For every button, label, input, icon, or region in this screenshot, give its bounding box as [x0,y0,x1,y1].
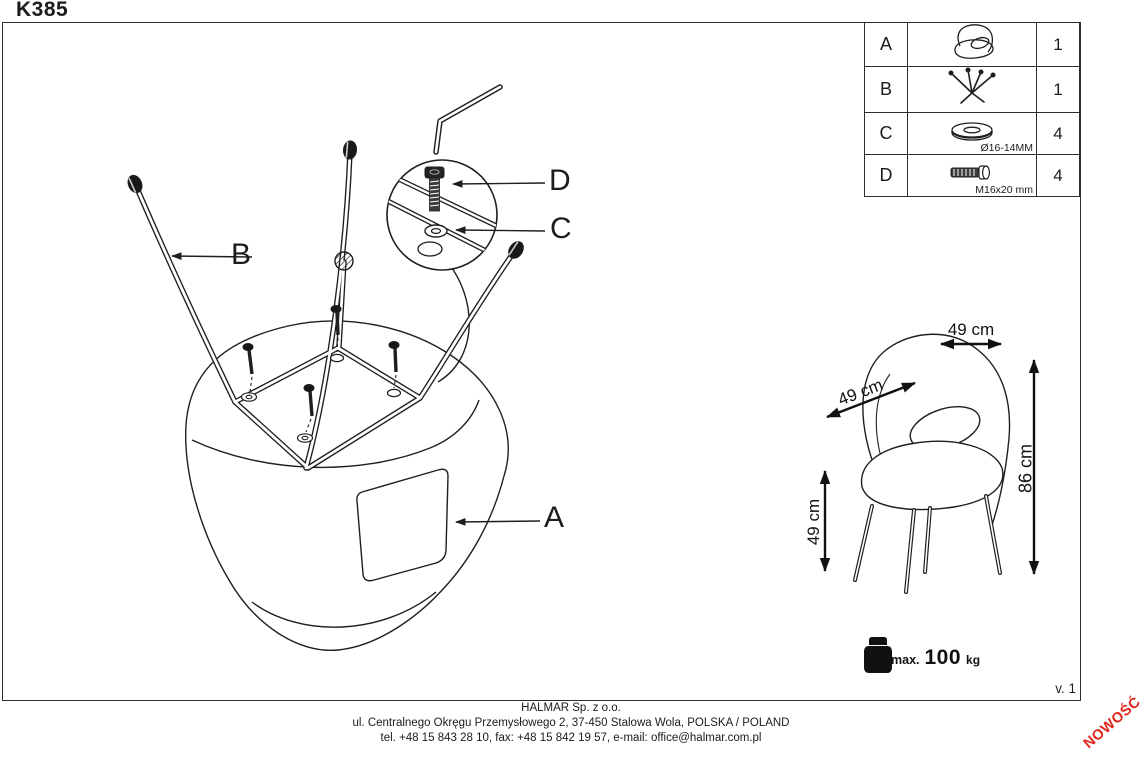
leg-frame-icon [948,67,996,104]
part-caption: Ø16-14MM [980,142,1033,154]
washer-icon [951,122,993,141]
part-qty: 4 [1036,112,1080,155]
part-drawing-cell [907,66,1037,113]
part-drawing-cell [907,22,1037,67]
footer-contacts: tel. +48 15 843 28 10, fax: +48 15 842 1… [380,732,762,744]
dim-seat-height-label: 49 cm [804,498,823,546]
load-limit: max. 100 kg [891,646,980,670]
part-label-c: C [550,212,572,245]
part-qty: 4 [1036,154,1080,197]
bolt-icon [950,165,990,180]
part-label-b: B [231,238,252,271]
part-id: A [864,22,908,67]
part-qty: 1 [1036,22,1080,67]
parts-row-b: B 1 [864,66,1080,113]
footer-company: HALMAR Sp. z o.o. [521,702,621,714]
part-qty: 1 [1036,66,1080,113]
footer-address: ul. Centralnego Okręgu Przemysłowego 2, … [352,717,790,729]
parts-row-a: A 1 [864,22,1080,67]
page-title: K385 [16,0,69,21]
part-drawing-cell: Ø16-14MM [907,112,1037,155]
footer: HALMAR Sp. z o.o. ul. Centralnego Okręgu… [0,701,1142,746]
part-label-d: D [549,164,571,197]
part-drawing-cell: M16x20 mm [907,154,1037,197]
page-border [2,22,1081,701]
dim-total-height-label: 86 cm [1015,443,1036,494]
part-caption: M16x20 mm [975,184,1033,196]
load-prefix: max. [891,653,920,667]
parts-row-d: D M16x20 mm 4 [864,154,1080,197]
part-id: C [864,112,908,155]
version-label: v. 1 [1055,681,1076,696]
parts-table: A 1 B [864,22,1080,197]
parts-row-c: C Ø16-14MM 4 [864,112,1080,155]
part-id: D [864,154,908,197]
load-value: 100 [924,646,962,669]
load-unit: kg [966,653,981,667]
dim-width-label: 49 cm [947,320,995,339]
part-label-a: A [544,501,565,534]
chair-seat-icon [954,24,994,59]
part-id: B [864,66,908,113]
